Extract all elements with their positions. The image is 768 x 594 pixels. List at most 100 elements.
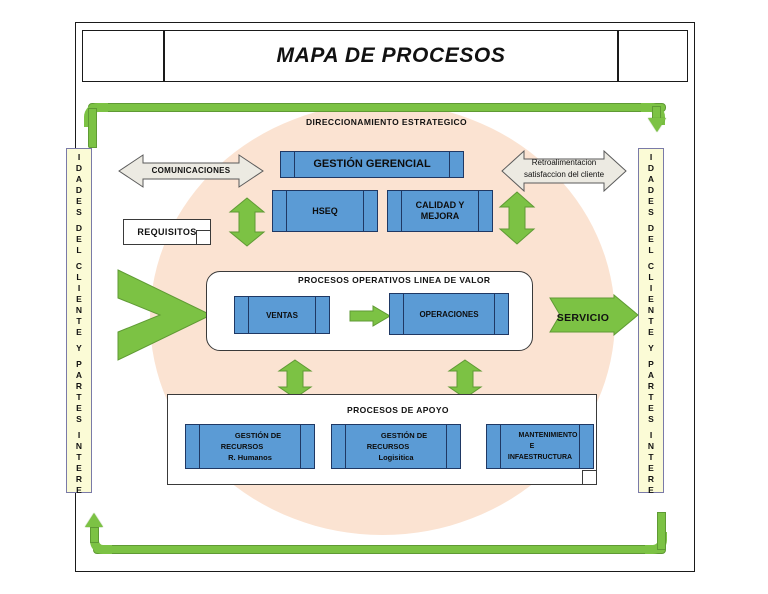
sidebar-letter: D bbox=[647, 185, 655, 195]
comunicaciones-arrow: COMUNICACIONES bbox=[117, 152, 265, 190]
process-label-line1: GESTIÓN DE RECURSOS bbox=[220, 431, 282, 451]
title-cell-center: MAPA DE PROCESOS bbox=[164, 30, 618, 82]
sidebar-letter: S bbox=[648, 414, 654, 424]
loop-arrowhead-down-icon bbox=[648, 118, 666, 132]
process-label: HSEQ bbox=[312, 205, 338, 216]
green-double-arrow-right-strategic bbox=[498, 190, 536, 251]
folded-corner-icon bbox=[582, 470, 596, 484]
green-double-arrow-left-strategic bbox=[228, 196, 266, 253]
green-arrow-ventas-to-operaciones bbox=[349, 305, 391, 332]
process-box-hseq: HSEQ bbox=[272, 190, 378, 232]
sidebar-letter: L bbox=[648, 272, 654, 282]
sidebar-letter: S bbox=[648, 207, 654, 217]
comunicaciones-label: COMUNICACIONES bbox=[151, 166, 231, 175]
arrow-right-icon bbox=[349, 305, 391, 327]
process-box-calidad-mejora: CALIDAD Y MEJORA bbox=[387, 190, 493, 232]
retroalimentacion-label-line1: Retroalimentacion bbox=[531, 158, 597, 167]
double-arrow-horizontal-icon bbox=[501, 149, 627, 193]
sidebar-letter: E bbox=[648, 327, 654, 337]
sidebar-letter: C bbox=[647, 261, 655, 271]
process-box-ventas: VENTAS bbox=[234, 296, 330, 334]
process-box-operaciones: OPERACIONES bbox=[389, 293, 509, 335]
process-label: OPERACIONES bbox=[419, 309, 479, 319]
sidebar-letter: E bbox=[76, 485, 82, 495]
sidebar-letter: L bbox=[76, 245, 82, 255]
sidebar-letter: E bbox=[648, 294, 654, 304]
sidebar-letter: T bbox=[648, 316, 654, 326]
process-box-gestion-gerencial: GESTIÓN GERENCIAL bbox=[280, 151, 464, 178]
retroalimentacion-label-line2: satisfaccion del cliente bbox=[523, 170, 605, 179]
sidebar-letter: D bbox=[75, 185, 83, 195]
process-box-recursos-logistica: GESTIÓN DE RECURSOS Logisitica bbox=[331, 424, 461, 469]
loop-arrow-bottom-left-leg bbox=[90, 527, 99, 543]
process-label-line1: MANTENIMIENTO E bbox=[518, 432, 578, 450]
sidebar-letter: I bbox=[649, 430, 653, 440]
sidebar-letter: E bbox=[648, 234, 654, 244]
process-label: CALIDAD Y MEJORA bbox=[415, 200, 465, 221]
sidebar-letter: I bbox=[649, 152, 653, 162]
double-arrow-vertical-icon bbox=[498, 191, 536, 245]
title-cell-left bbox=[82, 30, 164, 82]
sidebar-letter: A bbox=[75, 370, 83, 380]
process-label-line2: R. Humanos bbox=[228, 453, 272, 462]
band-label-support: PROCESOS DE APOYO bbox=[347, 405, 449, 415]
sidebar-letter: N bbox=[647, 305, 655, 315]
loop-arrow-top-left-leg bbox=[88, 108, 97, 148]
sidebar-letter: N bbox=[75, 305, 83, 315]
process-label: VENTAS bbox=[266, 310, 298, 320]
sidebar-letter: A bbox=[75, 174, 83, 184]
process-label-line1: GESTIÓN DE RECURSOS bbox=[366, 431, 428, 451]
process-label-line2: Logisitica bbox=[378, 453, 414, 462]
sidebar-letter: L bbox=[648, 245, 654, 255]
sidebar-letter: I bbox=[649, 283, 653, 293]
green-chevron-input-icon bbox=[108, 266, 218, 369]
sidebar-letter: E bbox=[76, 327, 82, 337]
sidebar-letter: Y bbox=[76, 343, 82, 353]
sidebar-letter: D bbox=[75, 163, 83, 173]
loop-arrow-top-bar bbox=[88, 103, 666, 112]
servicio-output-arrow: SERVICIO bbox=[548, 293, 640, 341]
sidebar-letter: E bbox=[648, 196, 654, 206]
folded-corner-icon bbox=[196, 230, 210, 244]
process-box-recursos-humanos: GESTIÓN DE RECURSOS R. Humanos bbox=[185, 424, 315, 469]
sidebar-letter: L bbox=[76, 272, 82, 282]
arrow-right-icon bbox=[549, 293, 639, 337]
sidebar-letter: T bbox=[76, 452, 82, 462]
sidebar-letter: N bbox=[647, 441, 655, 451]
sidebar-letter: C bbox=[75, 261, 83, 271]
retroalimentacion-arrow: Retroalimentacion satisfaccion del clien… bbox=[500, 146, 628, 196]
band-label-strategic: DIRECCIONAMIENTO ESTRATEGICO bbox=[306, 117, 468, 127]
sidebar-letter: D bbox=[647, 163, 655, 173]
sidebar-letter: D bbox=[647, 223, 655, 233]
sidebar-letter: I bbox=[77, 430, 81, 440]
requisitos-label: REQUISITOS bbox=[137, 227, 197, 237]
sidebar-letter: I bbox=[77, 152, 81, 162]
sidebar-letter: A bbox=[647, 370, 655, 380]
sidebar-letter: R bbox=[647, 381, 655, 391]
sidebar-letter: A bbox=[647, 174, 655, 184]
requisitos-box: REQUISITOS bbox=[123, 219, 211, 245]
title-band: MAPA DE PROCESOS bbox=[82, 30, 688, 82]
sidebar-letter: T bbox=[648, 392, 654, 402]
sidebar-letter: E bbox=[76, 403, 82, 413]
sidebar-letter: E bbox=[648, 463, 654, 473]
process-label: GESTIÓN GERENCIAL bbox=[313, 158, 431, 170]
sidebar-letter: T bbox=[76, 316, 82, 326]
servicio-label: SERVICIO bbox=[556, 311, 610, 324]
sidebar-letter: E bbox=[648, 403, 654, 413]
sidebar-letter: T bbox=[648, 452, 654, 462]
sidebar-letter: Y bbox=[648, 343, 654, 353]
sidebar-letter: N bbox=[75, 441, 83, 451]
band-label-operative: PROCESOS OPERATIVOS LINEA DE VALOR bbox=[298, 275, 491, 285]
double-arrow-horizontal-icon bbox=[118, 154, 264, 188]
sidebar-letter: R bbox=[75, 381, 83, 391]
page-title: MAPA DE PROCESOS bbox=[276, 44, 506, 67]
sidebar-letter: E bbox=[76, 463, 82, 473]
process-box-mantenimiento-infraestructura: MANTENIMIENTO E INFAESTRUCTURA bbox=[486, 424, 594, 469]
sidebar-letter: T bbox=[76, 392, 82, 402]
sidebar-letter: E bbox=[648, 485, 654, 495]
sidebar-letter: E bbox=[76, 234, 82, 244]
